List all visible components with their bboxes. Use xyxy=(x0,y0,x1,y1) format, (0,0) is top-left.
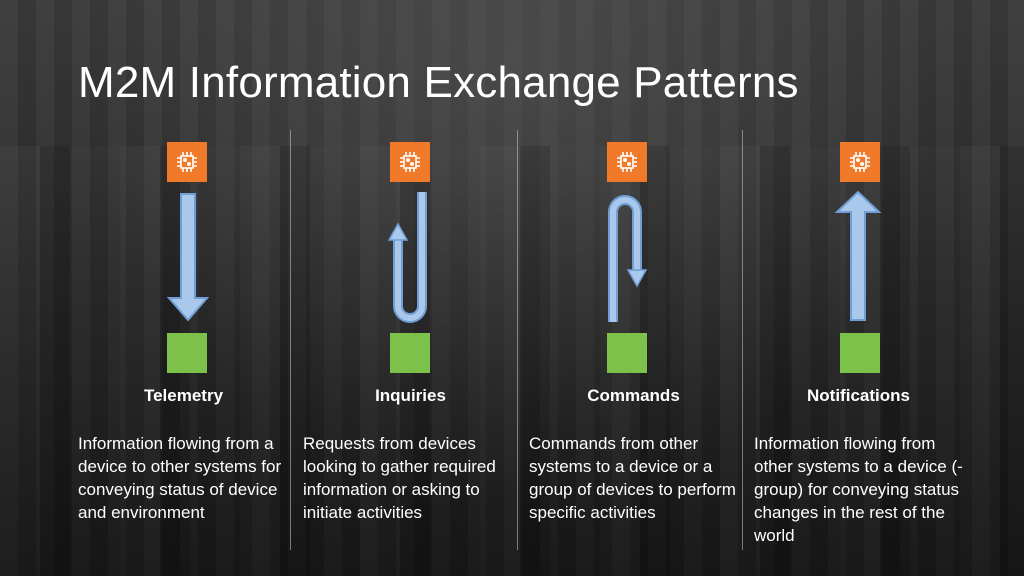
pattern-label: Inquiries xyxy=(375,386,446,405)
pattern-description: Requests from devices looking to gather … xyxy=(303,434,496,522)
pattern-notifications: Notifications Information flowing from o… xyxy=(754,140,979,570)
circuit-chip-icon xyxy=(840,142,880,182)
u-turn-up-arrow-icon xyxy=(387,192,427,323)
device-block xyxy=(390,333,430,373)
circuit-chip-icon xyxy=(390,142,430,182)
pattern-inquiries: Inquiries Requests from devices looking … xyxy=(303,140,528,570)
circuit-chip-icon xyxy=(607,142,647,182)
pattern-label: Telemetry xyxy=(143,386,224,405)
slide-title: M2M Information Exchange Patterns xyxy=(78,58,799,107)
u-turn-down-arrow-icon xyxy=(608,195,648,322)
column-divider xyxy=(742,130,743,550)
pattern-label: Commands xyxy=(587,386,680,405)
pattern-telemetry: Telemetry Information flowing from a dev… xyxy=(78,140,303,570)
circuit-chip-icon xyxy=(167,142,207,182)
pattern-description: Information flowing from a device to oth… xyxy=(78,434,282,522)
column-divider xyxy=(290,130,291,550)
device-block xyxy=(840,333,880,373)
device-block xyxy=(607,333,647,373)
pattern-commands: Commands Commands from other systems to … xyxy=(529,140,754,570)
down-arrow-icon xyxy=(166,193,210,322)
pattern-label: Notifications xyxy=(807,386,910,405)
pattern-description: Commands from other systems to a device … xyxy=(529,434,736,522)
device-block xyxy=(167,333,207,373)
column-divider xyxy=(517,130,518,550)
up-arrow-icon xyxy=(834,190,882,321)
pattern-description: Information flowing from other systems t… xyxy=(754,434,963,545)
